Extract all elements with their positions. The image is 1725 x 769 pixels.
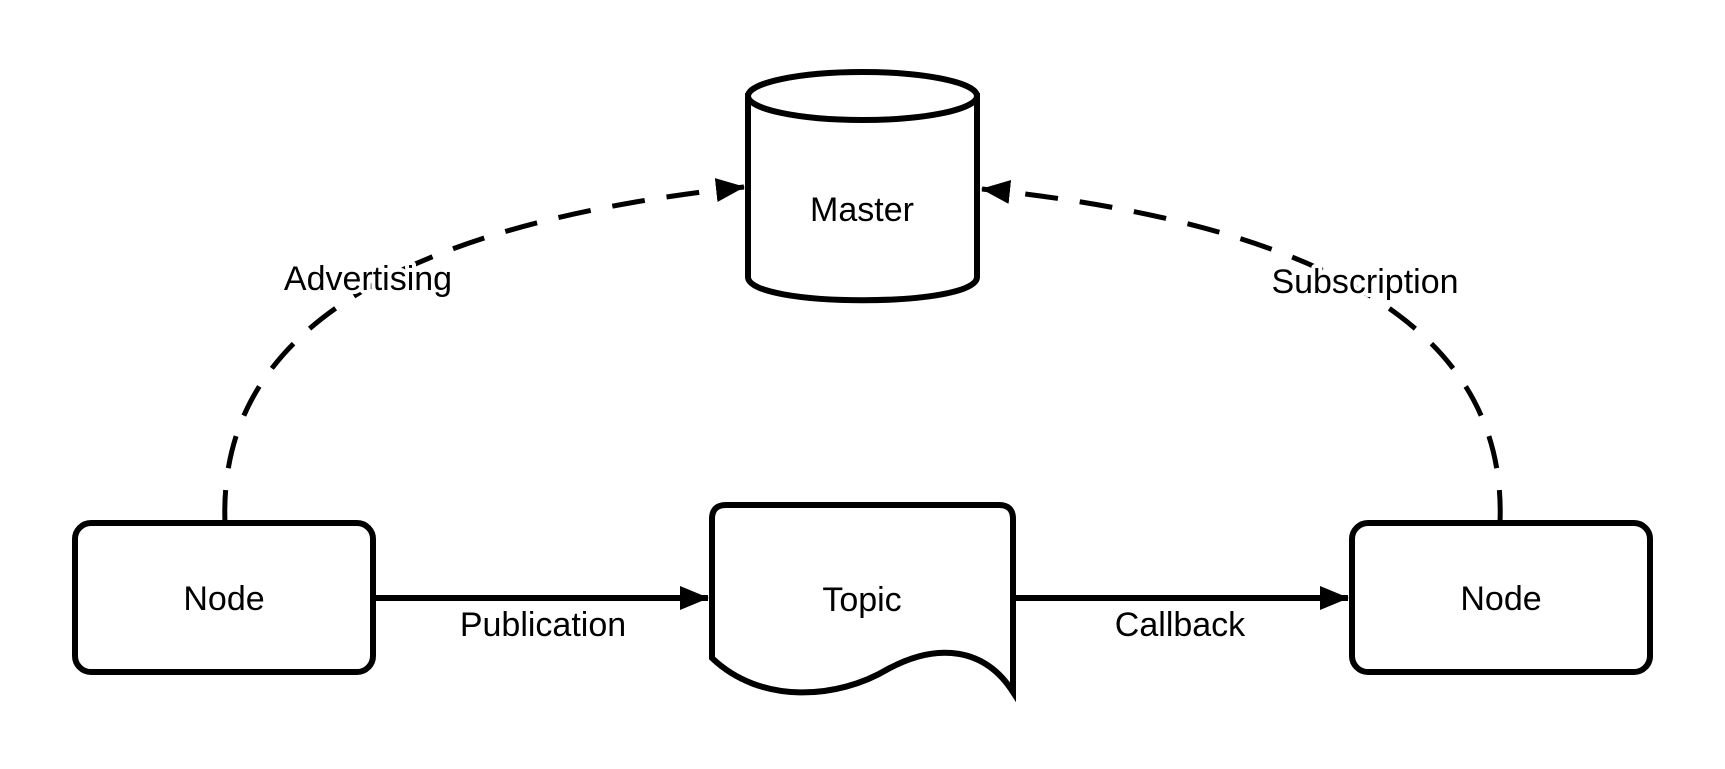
topic-node: Topic [709, 502, 1016, 703]
master-label: Master [810, 191, 914, 229]
topic-document-shape [709, 502, 1016, 703]
publisher-node-box [72, 520, 376, 675]
advertising-label: Advertising [284, 260, 452, 298]
publisher-node-label: Node [183, 580, 264, 618]
subscriber-node-label: Node [1460, 580, 1541, 618]
subscription-edge [981, 179, 1503, 524]
subscriber-node: Node [1349, 520, 1653, 675]
advertising-edge [222, 178, 745, 524]
subscriber-node-box [1349, 520, 1653, 675]
master-node: Master [745, 69, 980, 304]
callback-label: Callback [1115, 606, 1246, 644]
topic-label: Topic [822, 581, 901, 619]
master-cylinder-top [745, 69, 980, 123]
publication-label: Publication [460, 606, 626, 644]
publisher-node: Node [72, 520, 376, 675]
master-cylinder-body [745, 93, 980, 304]
subscription-label: Subscription [1271, 263, 1458, 301]
